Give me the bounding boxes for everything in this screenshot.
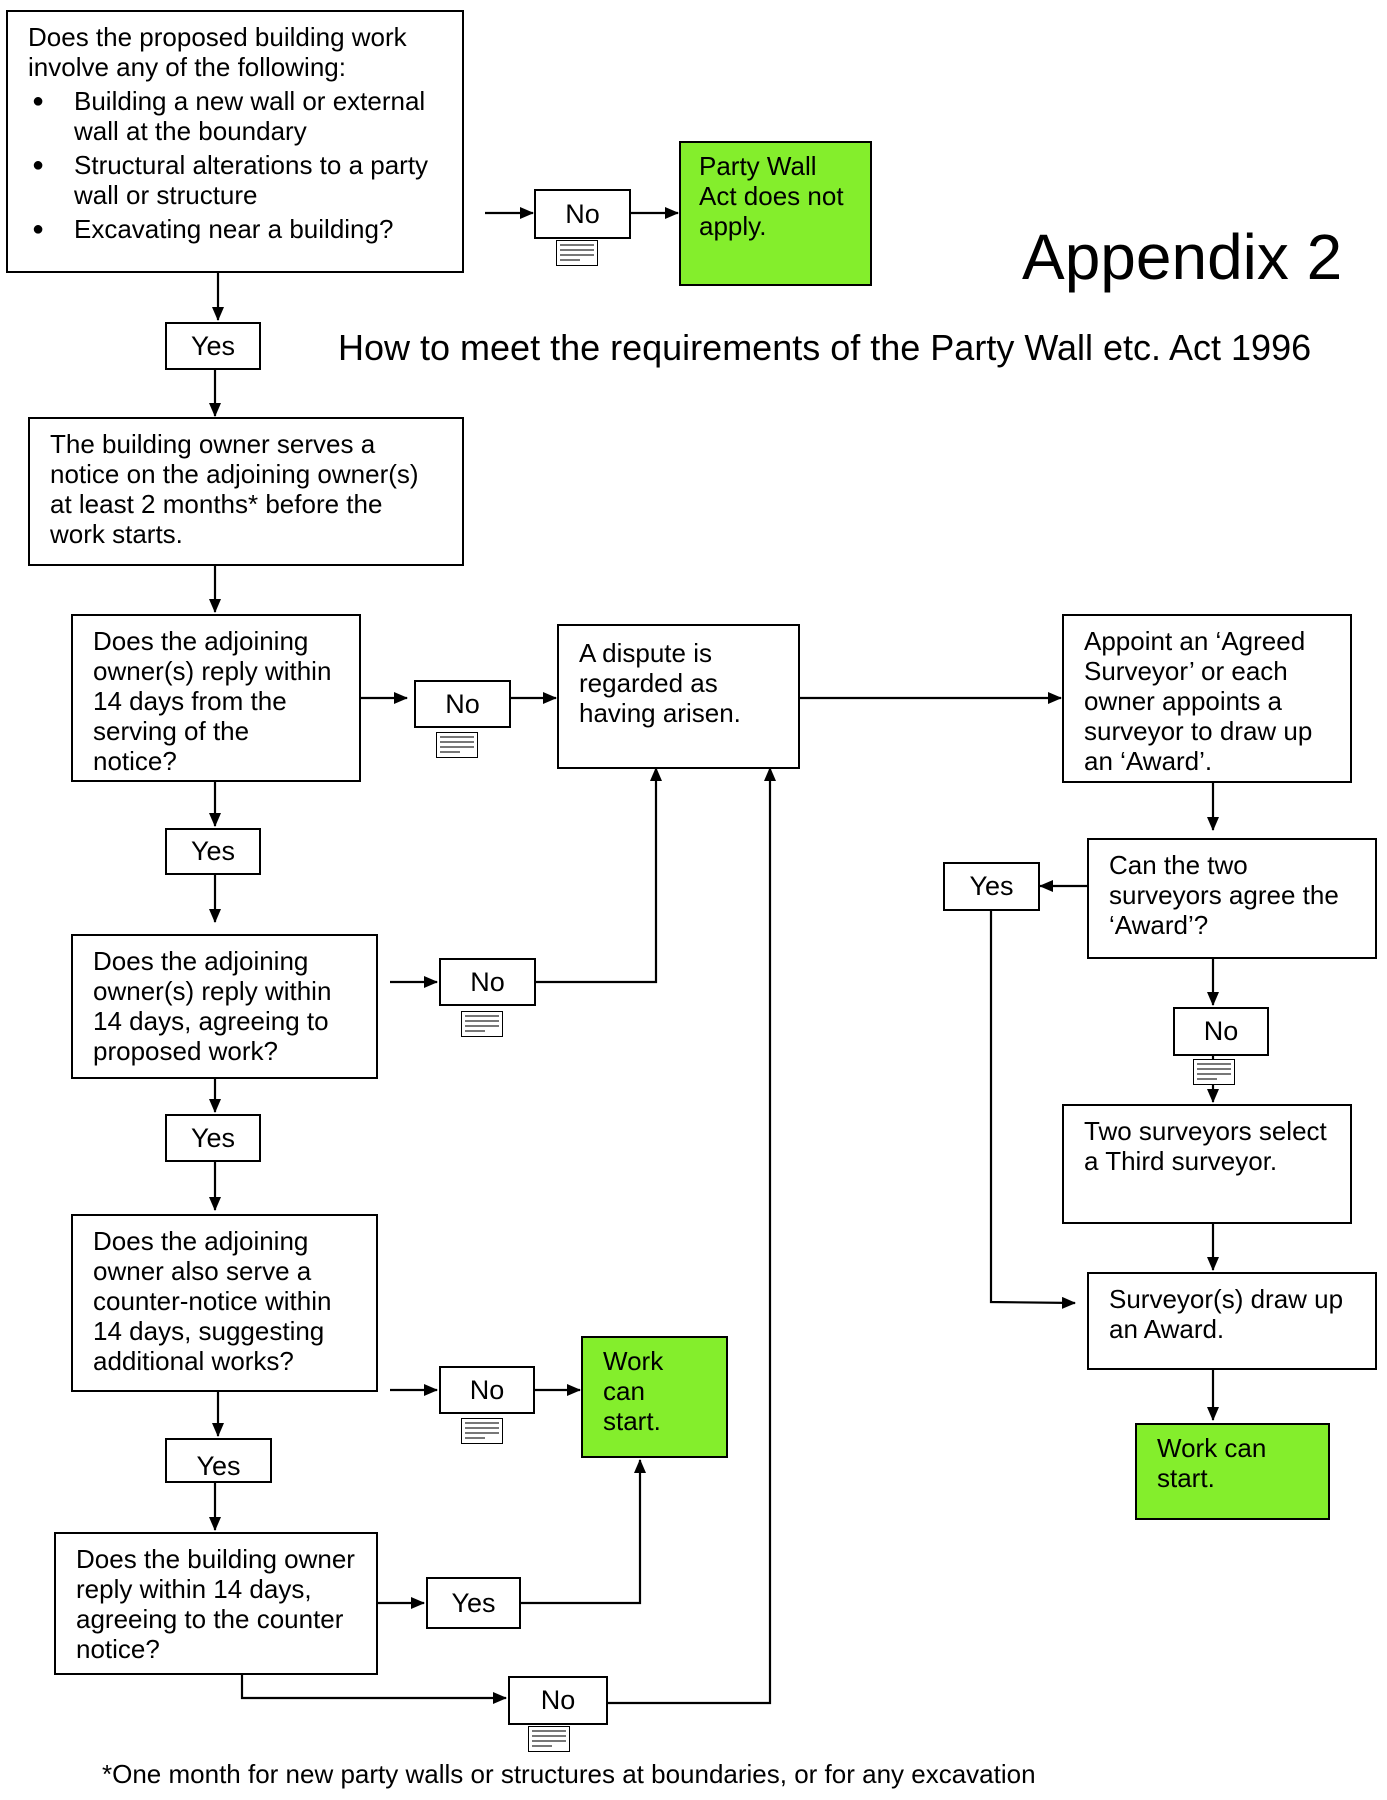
terminal-act-not-apply-text: Party Wall Act does not apply. <box>699 151 844 241</box>
label-yes-owner: Yes <box>426 1577 521 1629</box>
label-no-counter-text: No <box>469 1375 505 1405</box>
question-building-work-intro: Does the proposed building work involve … <box>28 22 407 82</box>
label-yes-surveyors-text: Yes <box>969 871 1014 901</box>
terminal-act-not-apply: Party Wall Act does not apply. <box>679 141 872 286</box>
step-serve-notice-text: The building owner serves a notice on th… <box>50 429 419 549</box>
label-no-counter: No <box>439 1366 535 1414</box>
label-no-owner: No <box>508 1676 608 1725</box>
thumbnail-artifact <box>556 240 598 266</box>
terminal-work-can-start-middle-text: Work can start. <box>603 1346 664 1436</box>
label-no-top-text: No <box>565 199 600 229</box>
label-no-top: No <box>534 189 631 239</box>
label-no-surveyors-text: No <box>1203 1016 1239 1046</box>
line-owner-to-no-owner <box>240 1673 507 1704</box>
step-draw-award: Surveyor(s) draw up an Award. <box>1087 1272 1377 1370</box>
question-counter-notice-text: Does the adjoining owner also serve a co… <box>93 1226 332 1376</box>
label-yes-surveyors: Yes <box>943 862 1040 911</box>
bullet-excavating: Excavating near a building? <box>28 214 442 244</box>
appendix-title: Appendix 2 <box>1022 221 1343 293</box>
thumbnail-artifact <box>461 1011 503 1037</box>
question-adjoining-reply-text: Does the adjoining owner(s) reply within… <box>93 626 332 776</box>
thumbnail-artifact <box>461 1418 503 1444</box>
thumbnail-artifact <box>436 732 478 758</box>
step-third-surveyor-text: Two surveyors select a Third surveyor. <box>1084 1116 1327 1176</box>
label-yes-2-text: Yes <box>190 836 236 866</box>
label-yes-1-text: Yes <box>190 331 236 361</box>
question-owner-reply: Does the building owner reply within 14 … <box>54 1532 378 1675</box>
question-adjoining-reply: Does the adjoining owner(s) reply within… <box>71 614 361 782</box>
question-surveyors-agree-text: Can the two surveyors agree the ‘Award’? <box>1109 850 1339 940</box>
step-third-surveyor: Two surveyors select a Third surveyor. <box>1062 1104 1352 1224</box>
label-yes-3-text: Yes <box>190 1123 236 1153</box>
label-yes-4: Yes <box>165 1438 272 1483</box>
question-building-work: Does the proposed building work involve … <box>6 10 464 273</box>
line-yes-surveyors-to-award <box>989 909 1076 1309</box>
line-no-agree-to-dispute <box>536 767 662 984</box>
thumbnail-artifact <box>528 1726 570 1752</box>
question-counter-notice: Does the adjoining owner also serve a co… <box>71 1214 378 1392</box>
label-yes-4-text: Yes <box>196 1451 241 1481</box>
label-yes-2: Yes <box>165 828 261 875</box>
line-yes-owner-to-work <box>520 1459 646 1605</box>
step-appoint-surveyor-text: Appoint an ‘Agreed Surveyor’ or each own… <box>1084 626 1313 776</box>
terminal-work-can-start-middle: Work can start. <box>581 1336 728 1458</box>
question-owner-reply-text: Does the building owner reply within 14 … <box>76 1544 355 1664</box>
step-dispute-arisen: A dispute is regarded as having arisen. <box>557 624 800 769</box>
page-subtitle: How to meet the requirements of the Part… <box>338 327 1312 368</box>
label-yes-owner-text: Yes <box>451 1588 496 1618</box>
bullet-new-wall: Building a new wall or external wall at … <box>28 86 442 146</box>
step-serve-notice: The building owner serves a notice on th… <box>28 417 464 566</box>
label-yes-3: Yes <box>165 1114 261 1162</box>
terminal-work-can-start-right: Work can start. <box>1135 1423 1330 1520</box>
line-no-owner-to-dispute <box>608 767 776 1705</box>
label-no-owner-text: No <box>540 1685 576 1715</box>
label-no-agree: No <box>439 958 536 1006</box>
step-draw-award-text: Surveyor(s) draw up an Award. <box>1109 1284 1344 1344</box>
terminal-work-can-start-right-text: Work can start. <box>1157 1433 1267 1493</box>
question-surveyors-agree: Can the two surveyors agree the ‘Award’? <box>1087 838 1377 959</box>
step-dispute-arisen-text: A dispute is regarded as having arisen. <box>579 638 741 728</box>
thumbnail-artifact <box>1193 1059 1235 1085</box>
label-no-reply: No <box>414 680 511 728</box>
bullet-structural-alterations: Structural alterations to a party wall o… <box>28 150 442 210</box>
label-no-surveyors: No <box>1173 1007 1269 1056</box>
label-no-agree-text: No <box>470 967 505 997</box>
label-yes-1: Yes <box>165 322 261 370</box>
question-agree-proposed-work-text: Does the adjoining owner(s) reply within… <box>93 946 332 1066</box>
step-appoint-surveyor: Appoint an ‘Agreed Surveyor’ or each own… <box>1062 614 1352 783</box>
footnote: *One month for new party walls or struct… <box>102 1759 1036 1789</box>
question-agree-proposed-work: Does the adjoining owner(s) reply within… <box>71 934 378 1079</box>
label-no-reply-text: No <box>445 689 480 719</box>
